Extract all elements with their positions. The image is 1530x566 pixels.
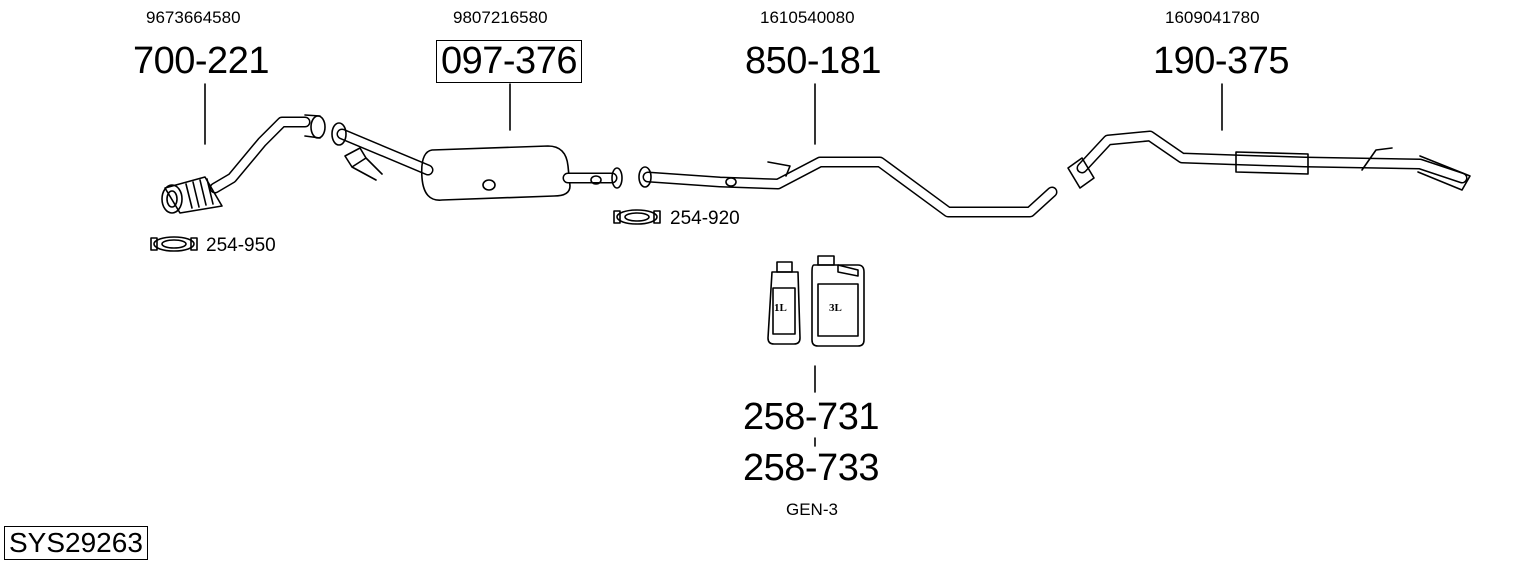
clamp-number-254-950[interactable]: 254-950 xyxy=(206,235,276,256)
oem-number-700-221: 9673664580 xyxy=(146,8,241,27)
oem-number-850-181: 1610540080 xyxy=(760,8,855,27)
oem-number-190-375: 1609041780 xyxy=(1165,8,1260,27)
part-number-258-731[interactable]: 258-731 xyxy=(743,396,879,438)
particulate-filter-097-376 xyxy=(331,122,623,201)
fluid-note: GEN-3 xyxy=(786,500,838,519)
middle-pipe-850-181 xyxy=(638,156,1058,218)
front-pipe-700-221 xyxy=(161,114,326,214)
clamp-number-254-920[interactable]: 254-920 xyxy=(670,208,740,229)
part-number-700-221[interactable]: 700-221 xyxy=(133,40,269,82)
part-number-850-181[interactable]: 850-181 xyxy=(745,40,881,82)
part-number-258-733[interactable]: 258-733 xyxy=(743,447,879,489)
fluid-can-3l-icon xyxy=(811,255,865,347)
clamp-icon-254-920 xyxy=(613,209,661,225)
rear-silencer-190-375 xyxy=(1067,130,1471,191)
flex-joint-icon xyxy=(161,176,223,214)
system-id-label: SYS29263 xyxy=(4,526,148,560)
can-label-3l: 3L xyxy=(829,302,842,314)
bottle-label-1l: 1L xyxy=(774,302,787,314)
clamp-icon-254-950 xyxy=(150,236,198,252)
part-number-097-376[interactable]: 097-376 xyxy=(436,40,582,83)
fluid-bottle-1l-icon xyxy=(767,261,801,345)
oem-number-097-376: 9807216580 xyxy=(453,8,548,27)
part-number-190-375[interactable]: 190-375 xyxy=(1153,40,1289,82)
